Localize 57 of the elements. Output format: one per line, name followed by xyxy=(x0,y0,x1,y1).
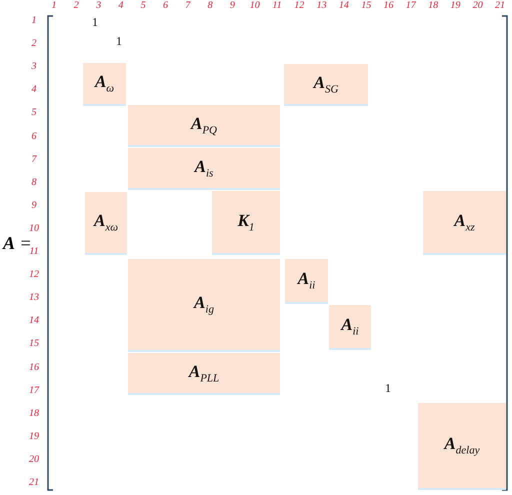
row-index: 13 xyxy=(28,292,40,304)
row-index: 19 xyxy=(28,430,40,443)
column-index: 21 xyxy=(494,0,506,12)
matrix-block: A$_{xω}$ xyxy=(85,192,127,253)
row-index: 14 xyxy=(28,315,40,328)
row-index: 11 xyxy=(28,246,40,258)
row-index: 3 xyxy=(30,61,38,74)
matrix-block: A$_{delay}$ xyxy=(418,403,506,488)
matrix-block: A$_{ii}$ xyxy=(329,305,371,348)
matrix-entry: 1 xyxy=(92,15,98,29)
row-index: 4 xyxy=(30,84,38,96)
column-index: 5 xyxy=(140,0,147,12)
column-index: 12 xyxy=(293,0,306,12)
row-index: 2 xyxy=(30,38,38,50)
matrix-block: A$_{ig}$ xyxy=(128,259,280,350)
row-index: 20 xyxy=(28,454,40,466)
column-index: 1 xyxy=(50,0,58,12)
row-index: 18 xyxy=(28,408,40,420)
matrix-entry: 1 xyxy=(116,34,122,48)
column-index: 20 xyxy=(472,0,484,12)
row-index: 16 xyxy=(28,362,40,374)
row-index: 17 xyxy=(28,384,40,397)
column-index: 6 xyxy=(162,0,169,12)
column-index: 7 xyxy=(184,0,192,12)
matrix-block: A$_{ω}$ xyxy=(83,63,126,104)
column-index: 8 xyxy=(206,0,214,12)
row-index: 1 xyxy=(30,15,38,27)
column-index: 11 xyxy=(271,0,283,12)
column-index: 19 xyxy=(449,0,462,12)
row-index: 12 xyxy=(28,269,40,282)
column-index: 13 xyxy=(316,0,328,12)
row-index: 15 xyxy=(28,338,40,350)
column-index: 16 xyxy=(382,0,394,12)
matrix-block: A$_{is}$ xyxy=(128,148,280,188)
row-index: 21 xyxy=(28,477,40,489)
column-index: 10 xyxy=(248,0,261,12)
row-index: 8 xyxy=(30,176,38,189)
column-index: 2 xyxy=(72,0,80,12)
matrix-block: A$_{SG}$ xyxy=(284,64,368,104)
column-index: 9 xyxy=(228,0,236,12)
matrix-entry: 1 xyxy=(385,381,391,395)
row-index: 5 xyxy=(30,107,38,120)
column-index: 15 xyxy=(360,0,372,12)
column-index: 14 xyxy=(338,0,350,12)
matrix-block: A$_{ii}$ xyxy=(285,259,328,302)
column-index: 3 xyxy=(95,0,102,12)
column-index: 17 xyxy=(404,0,417,12)
column-index: 4 xyxy=(117,0,124,12)
matrix-block: A$_{PQ}$ xyxy=(128,105,280,145)
matrix-block: K$_{1}$ xyxy=(212,191,280,253)
column-index: 18 xyxy=(427,0,440,12)
matrix-block: A$_{PLL}$ xyxy=(128,353,280,393)
matrix-block: A$_{xz}$ xyxy=(423,191,506,253)
row-index: 10 xyxy=(28,222,40,235)
row-index: 9 xyxy=(30,200,38,212)
row-index: 6 xyxy=(30,130,38,142)
row-index: 7 xyxy=(30,154,38,166)
